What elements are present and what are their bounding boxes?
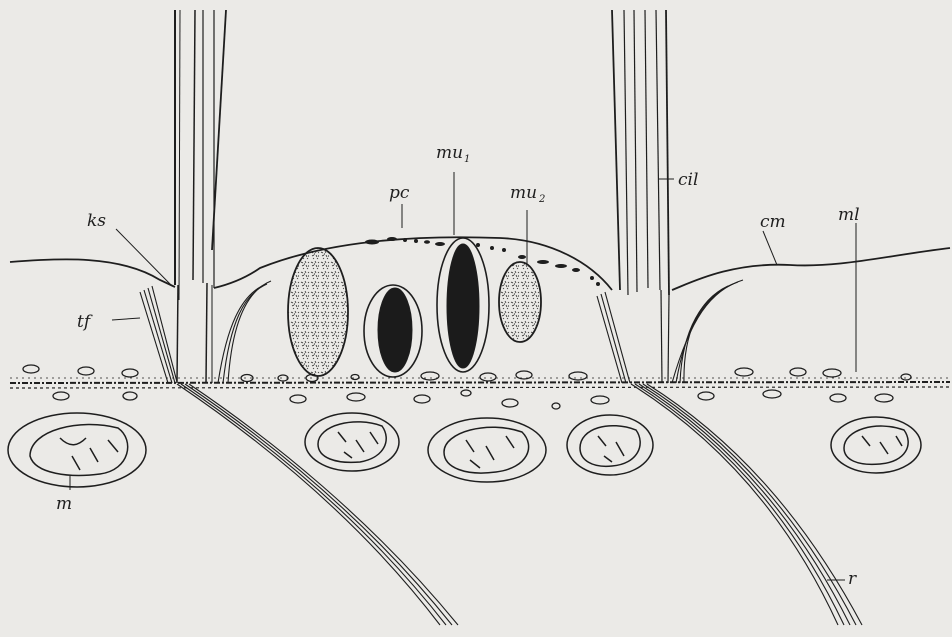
label-r: r [848, 569, 857, 589]
striated-rootlet-right [631, 384, 862, 625]
label-cm: cm [760, 212, 786, 232]
label-tf: tf [77, 312, 93, 332]
label-mu1: mu [436, 143, 463, 163]
rootlet-fibers-tf [140, 286, 177, 383]
label-cil: cil [678, 170, 698, 190]
label-mu1-sub: 1 [464, 154, 470, 165]
mitochondrion-3 [428, 418, 546, 482]
label-mu2: mu [510, 183, 537, 203]
label-pc: pc [389, 183, 410, 203]
mitochondrion-5 [831, 417, 921, 473]
membrane-layer [10, 378, 950, 388]
rootlet-fibers-left [218, 281, 271, 383]
mitochondrion-1 [8, 413, 146, 487]
label-ml: ml [838, 205, 860, 225]
cilium-left [175, 10, 226, 383]
mucocyst-granular-left [288, 248, 348, 376]
mucocyst-mu2 [499, 262, 541, 342]
mitochondrion-2 [305, 413, 399, 471]
leader-lines [70, 172, 856, 580]
cell-membrane [10, 237, 950, 290]
striated-rootlet-left [177, 384, 458, 625]
label-mu2-sub: 2 [538, 194, 545, 205]
mucocyst-mu1 [437, 238, 489, 372]
label-m: m [56, 494, 72, 514]
mucocyst-dark-small [364, 285, 422, 377]
label-ks: ks [87, 211, 106, 231]
mitochondrion-4 [567, 415, 653, 475]
cilium-right [612, 10, 669, 383]
rootlet-fibers-right [597, 280, 743, 383]
